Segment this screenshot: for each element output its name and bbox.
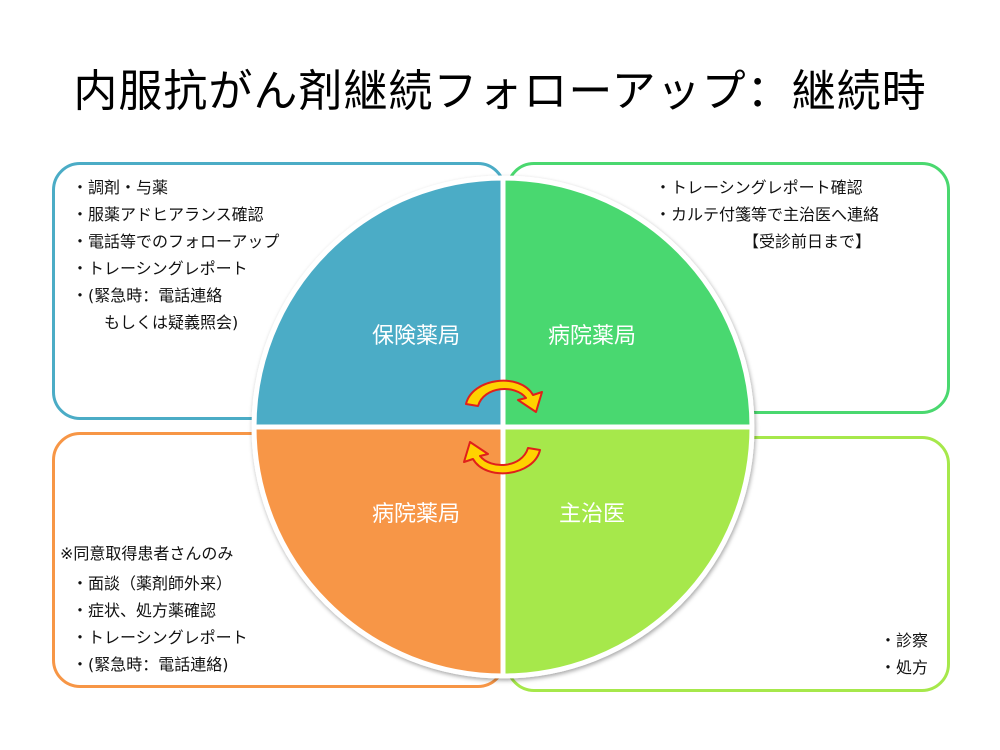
quadrant-bottom-right (500, 424, 755, 679)
list-item: ・(緊急時：電話連絡 (72, 286, 223, 305)
quadrant-label-top-left: 保険薬局 (371, 324, 460, 349)
quadrant-bottom-left (251, 424, 506, 679)
list-item: ・トレーシングレポート (72, 259, 248, 278)
list-top-right: ・トレーシングレポート確認 ・カルテ付箋等で主治医へ連絡 【受診前日まで】 (655, 174, 879, 255)
list-item: ・カルテ付箋等で主治医へ連絡 (655, 205, 880, 224)
list-item: ・調剤・与薬 (72, 178, 169, 197)
cycle-arrow-icon (463, 379, 543, 475)
page-title: 内服抗がん剤継続フォローアップ：継続時 (73, 66, 927, 117)
list-top-left: ・調剤・与薬 ・服薬アドヒアランス確認 ・電話等でのフォローアップ ・トレーシン… (72, 174, 279, 336)
quadrant-top-left (251, 175, 506, 430)
list-item: ・トレーシングレポート (72, 628, 248, 647)
quadrant-top-right (500, 175, 755, 430)
list-bottom-left: ・面談（薬剤師外来） ・症状、処方薬確認 ・トレーシングレポート ・(緊急時：電… (72, 570, 248, 678)
list-item: ・面談（薬剤師外来） (72, 574, 233, 593)
consent-note: ※同意取得患者さんのみ (60, 544, 234, 563)
list-bottom-right: ・診察 ・処方 (880, 627, 928, 681)
list-item: ・トレーシングレポート確認 (655, 178, 863, 197)
list-item: ・診察 (880, 631, 929, 650)
quadrant-label-top-right: 病院薬局 (547, 324, 636, 349)
list-item: ・処方 (880, 658, 929, 677)
list-item: ・(緊急時：電話連絡) (72, 655, 229, 674)
list-item: ・症状、処方薬確認 (72, 601, 217, 620)
list-item: もしくは疑義照会) (72, 313, 239, 332)
quadrant-label-bottom-right: 主治医 (558, 502, 625, 527)
list-item: 【受診前日まで】 (655, 232, 872, 251)
list-item: ・服薬アドヒアランス確認 (72, 205, 264, 224)
quadrant-label-bottom-left: 病院薬局 (371, 502, 460, 527)
list-item: ・電話等でのフォローアップ (72, 232, 280, 251)
